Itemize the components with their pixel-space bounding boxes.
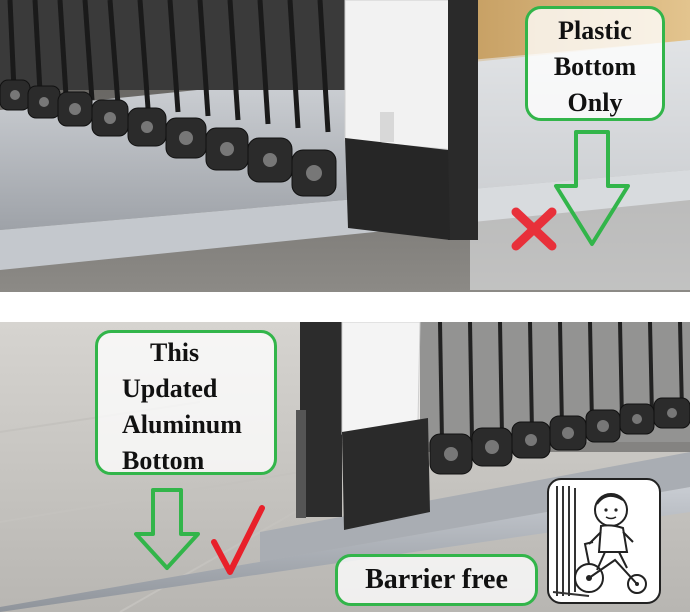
white-frame-profile — [341, 322, 421, 435]
end-cap — [342, 418, 430, 530]
green-down-arrow — [554, 130, 630, 246]
barrier-free-label: Barrier free — [365, 564, 508, 595]
top-photo-panel: Plastic Bottom Only — [0, 0, 690, 292]
callout-line: Updated — [122, 374, 218, 403]
dark-frame-post — [448, 0, 478, 240]
plastic-bottom-cap — [345, 138, 450, 240]
aluminum-bottom-track — [0, 487, 690, 612]
red-check-mark — [211, 505, 265, 575]
callout-line: Plastic — [558, 16, 632, 45]
barrier-free-badge: Barrier free — [335, 554, 538, 606]
dark-frame-post — [300, 322, 342, 517]
aluminum-bottom-callout: This Updated Aluminum Bottom — [95, 330, 277, 475]
red-cross-mark — [511, 207, 557, 251]
green-down-arrow — [134, 488, 200, 570]
white-frame-profile — [344, 0, 456, 151]
callout-line: Aluminum — [122, 410, 242, 439]
callout-line: Bottom — [553, 52, 637, 81]
child-on-tricycle-icon — [547, 478, 661, 604]
callout-line: This — [150, 338, 200, 367]
pleated-mesh-screen — [0, 0, 350, 133]
callout-line: Only — [567, 88, 623, 117]
callout-line: Bottom — [122, 446, 205, 475]
plastic-bottom-callout: Plastic Bottom Only — [525, 6, 665, 121]
